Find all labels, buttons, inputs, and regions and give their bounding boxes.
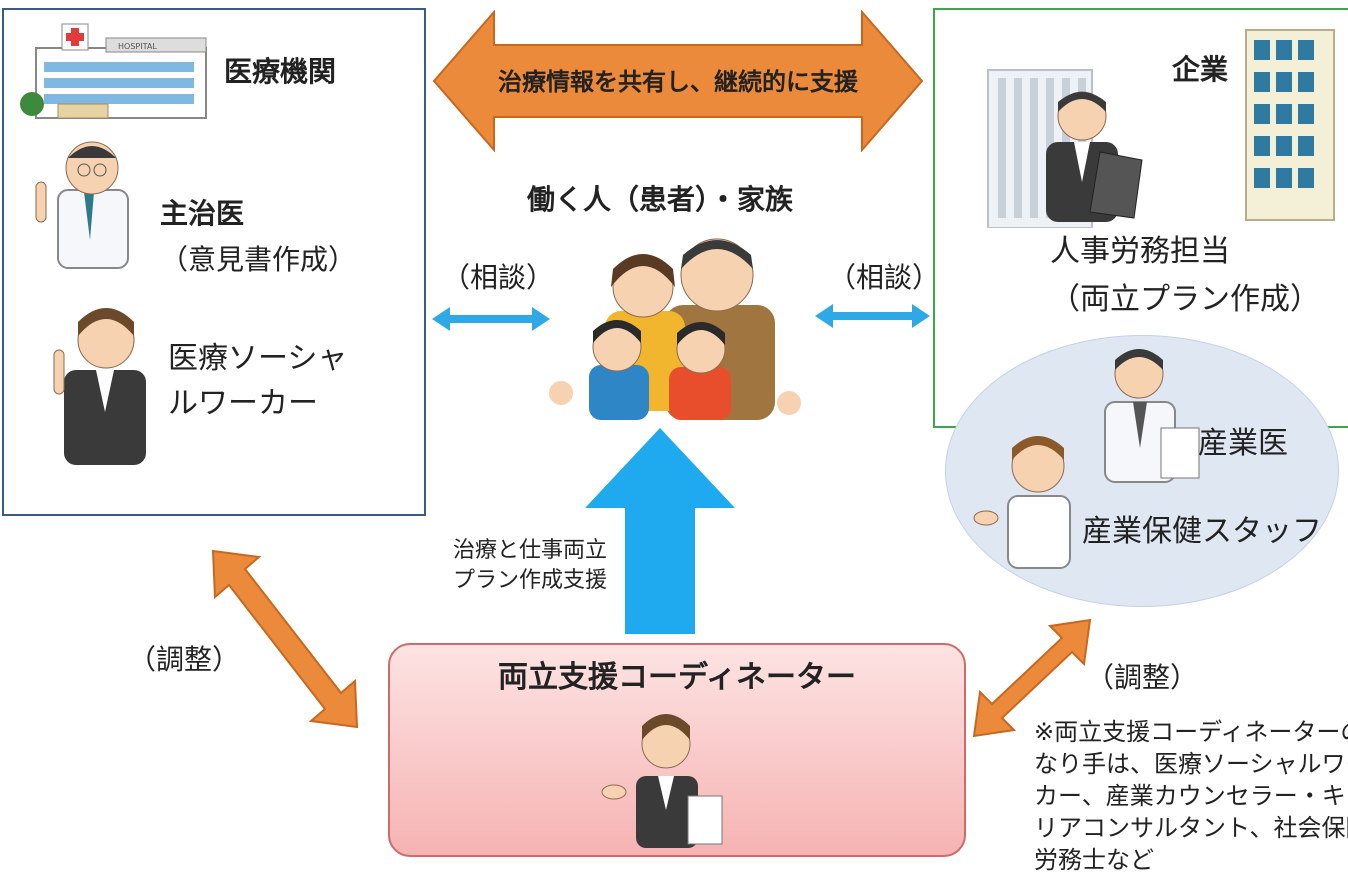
msw-label-line1: 医療ソーシャ	[168, 341, 348, 376]
doctor-illustration	[35, 141, 129, 269]
note-line-1: ※両立支援コーディネーターの	[1034, 718, 1348, 746]
adjust-right-label: （調整）	[1086, 661, 1199, 694]
hospital-building-icon: HOSPITAL	[20, 23, 207, 119]
adjust-right-arrow	[972, 618, 1092, 738]
support-label-line1: 治療と仕事両立	[453, 538, 608, 563]
social-worker-illustration	[53, 308, 146, 465]
msw-label-line2: ルワーカー	[168, 386, 318, 421]
hr-label-line2: （両立プラン作成）	[1050, 282, 1320, 317]
office-buildings-icon	[987, 29, 1335, 228]
support-label-line2: プラン作成支援	[453, 568, 608, 593]
adjust-left-arrow	[211, 549, 359, 729]
medical-institution-title: 医療機関	[224, 55, 337, 88]
coordinator-title: 両立支援コーディネーター	[498, 660, 856, 695]
hr-label-line1: 人事労務担当	[1050, 234, 1230, 269]
adjust-left-label: （調整）	[128, 643, 241, 676]
health-staff-illustration	[973, 436, 1071, 569]
note-line-3: カー、産業カウンセラー・キャ	[1034, 782, 1348, 810]
coordinator-illustration	[601, 714, 723, 848]
consult-left-label: （相談）	[442, 261, 555, 294]
consult-right-label: （相談）	[828, 261, 941, 294]
doctor-name: 主治医	[160, 197, 245, 230]
info-sharing-double-arrow	[432, 10, 924, 152]
note-line-4: リアコンサルタント、社会保険	[1034, 814, 1348, 842]
health-staff-label: 産業保健スタッフ	[1082, 514, 1322, 549]
note-line-5: 労務士など	[1034, 846, 1154, 874]
note-line-2: なり手は、医療ソーシャルワー	[1034, 750, 1348, 778]
consult-right-arrow	[815, 304, 930, 328]
doctor-role: （意見書作成）	[160, 243, 357, 276]
hr-staff-illustration	[1046, 91, 1143, 222]
company-title: 企業	[1172, 53, 1229, 86]
worker-family-title: 働く人（患者）・家族	[527, 183, 794, 216]
svg-text:HOSPITAL: HOSPITAL	[118, 42, 157, 51]
consult-left-arrow	[432, 307, 550, 331]
family-illustration	[549, 238, 801, 420]
industrial-doctor-illustration	[1104, 349, 1200, 483]
medical-institution-box	[2, 8, 426, 516]
industrial-doctor-label: 産業医	[1198, 426, 1288, 461]
support-up-arrow	[585, 428, 735, 634]
info-sharing-label: 治療情報を共有し、継続的に支援	[498, 68, 858, 96]
